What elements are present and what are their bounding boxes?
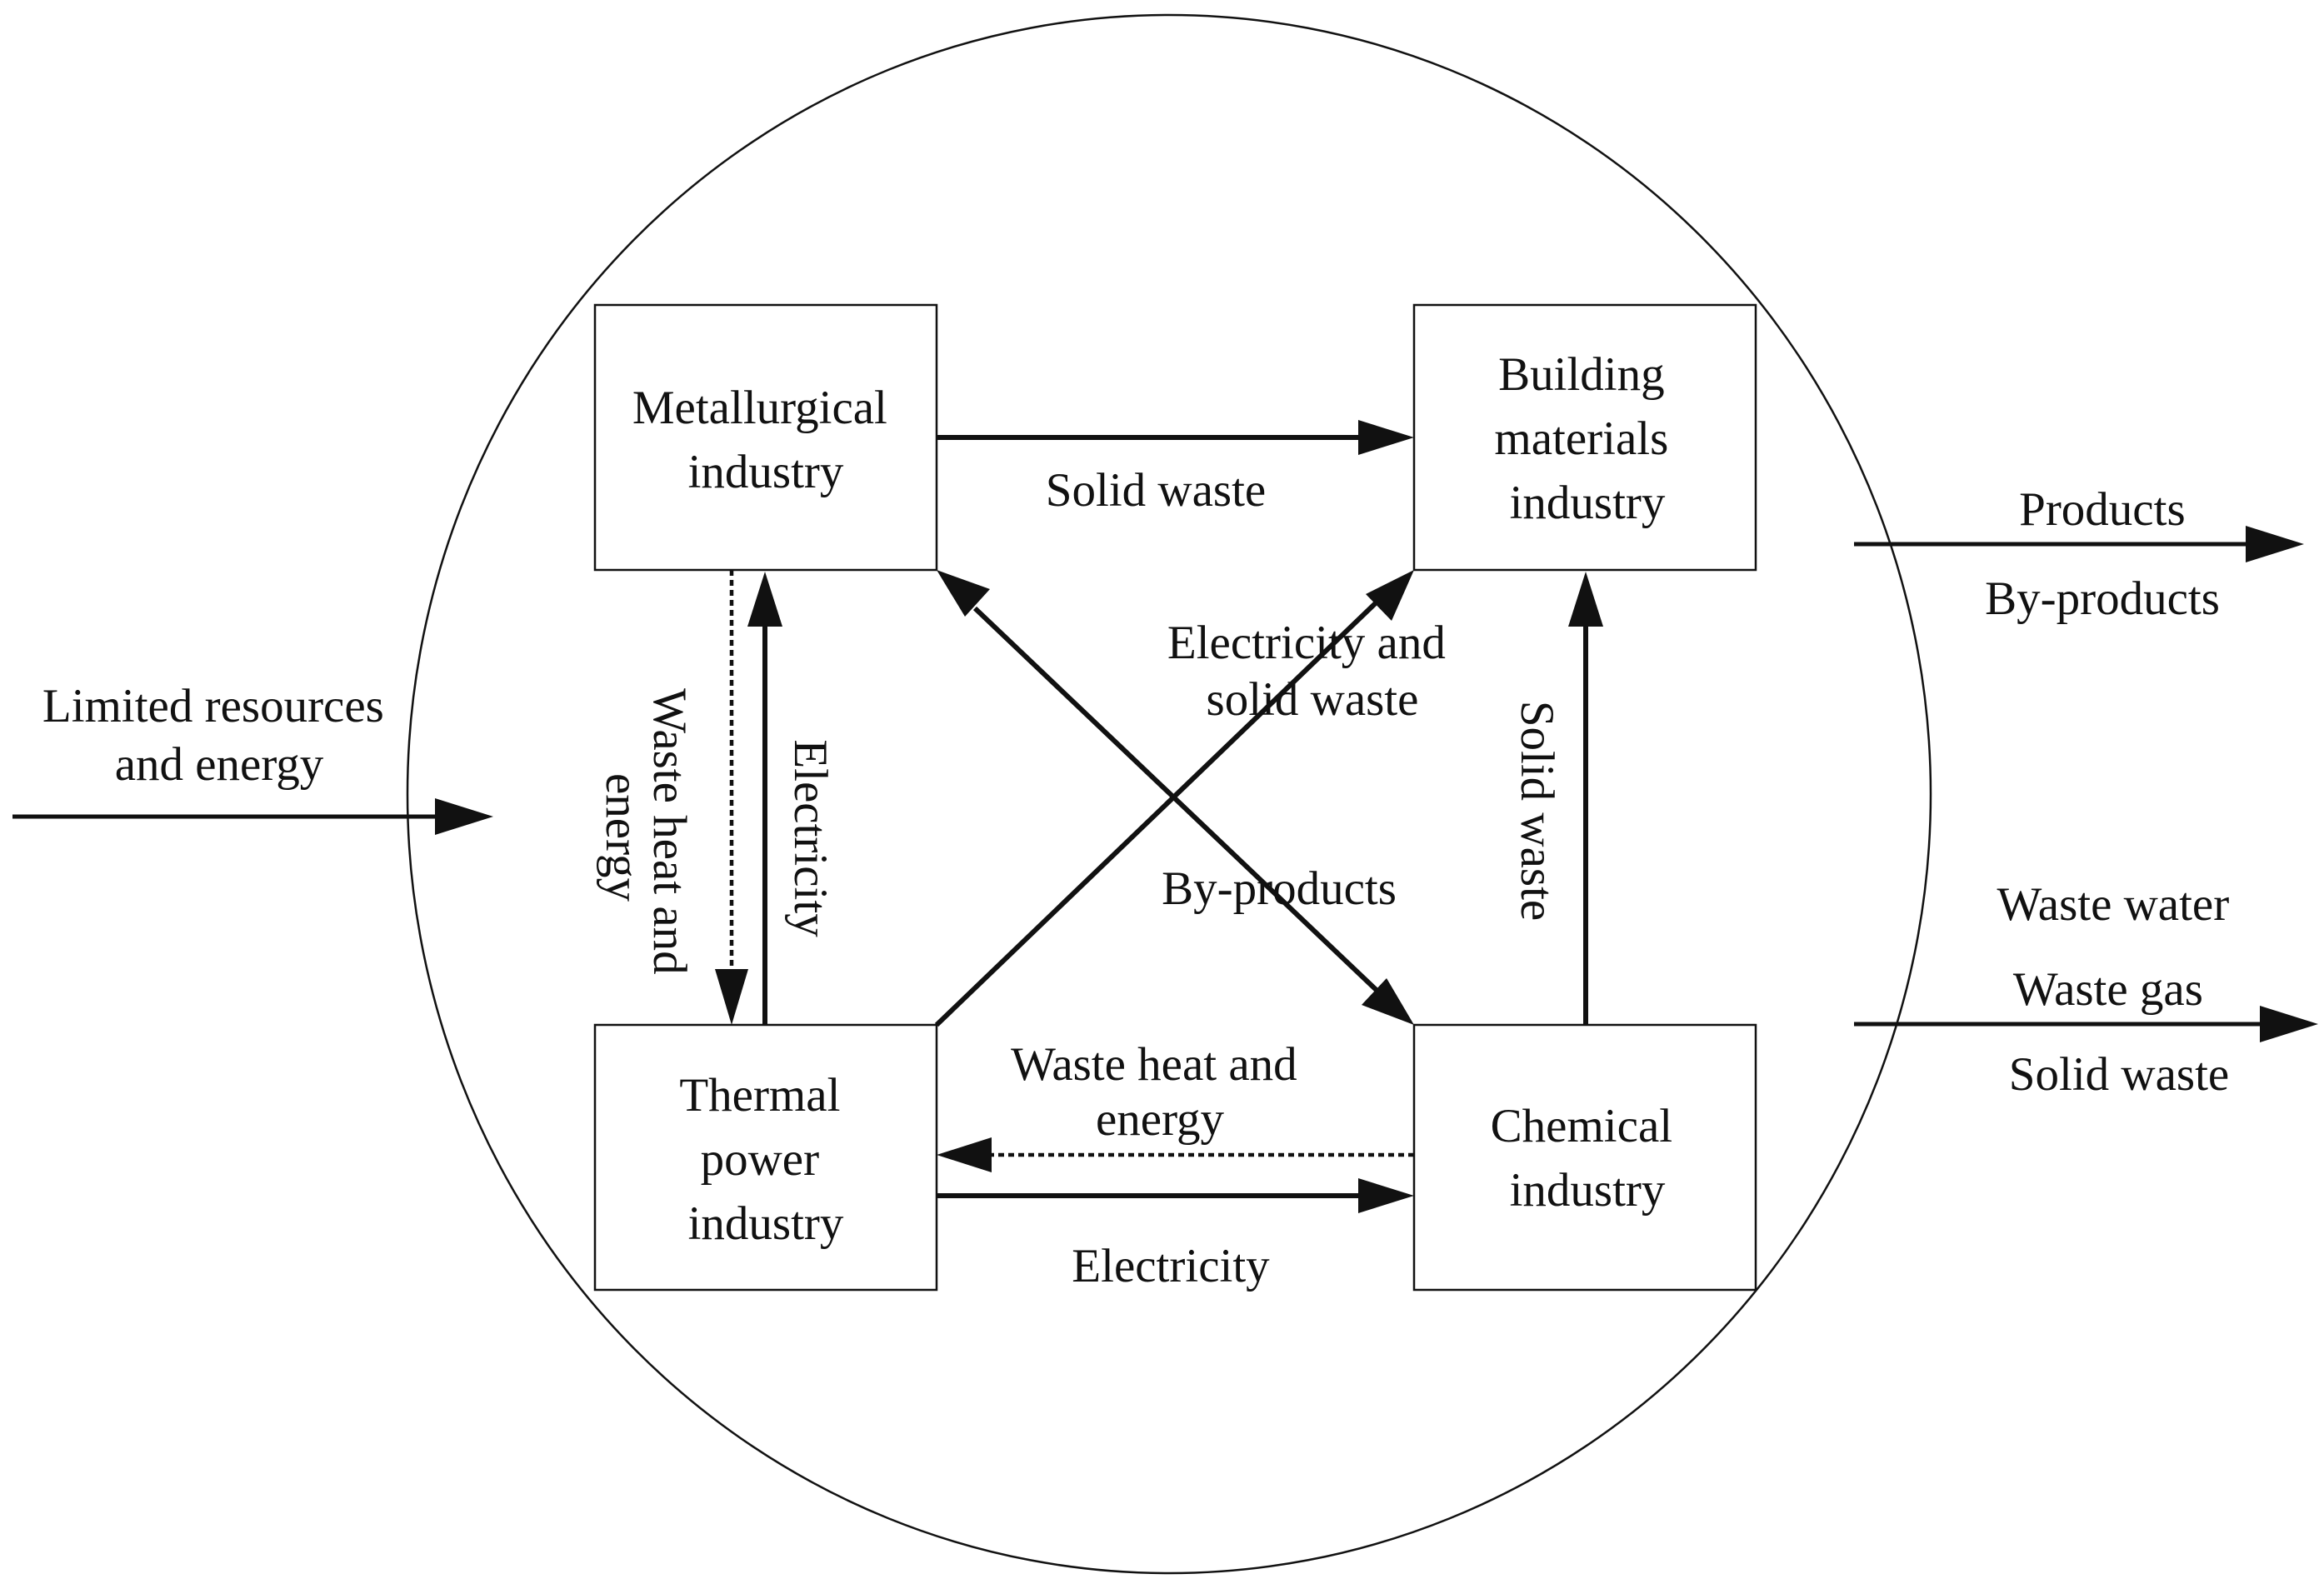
met-to-thermal-label: Waste heat and energy [596,688,696,987]
metallurgical-industry-box [593,303,938,572]
chem-to-thermal-label: Waste heat and energy [1011,1038,1309,1146]
thermal-to-build-arrowhead [1366,570,1414,621]
thermal-power-industry-label: Thermal power industry [679,1069,852,1250]
products-output-arrowhead [2246,526,2304,562]
thermal-to-chem-arrowhead [1358,1178,1414,1213]
chemical-industry-box [1412,1023,1757,1292]
met-to-build-label: Solid waste [1046,464,1266,517]
met-to-build-arrowhead [1358,420,1414,455]
chem-to-thermal-arrowhead [937,1137,992,1172]
wastes-output-label: Waste water Waste gas Solid waste [1997,878,2242,1101]
wastes-output-arrowhead [2260,1006,2318,1042]
met-chem-exchange-arrow [972,606,1386,999]
building-materials-industry-box [1412,303,1757,572]
met-chem-exchange-arrowhead-chem [1362,978,1414,1025]
thermal-power-industry-box [593,1023,938,1292]
thermal-to-chem-label: Electricity [1072,1240,1270,1292]
resources-input-arrowhead [435,798,493,835]
building-materials-industry-label: Building materials industry [1494,348,1680,529]
thermal-to-met-label: Electricity [784,739,837,937]
met-to-thermal-arrowhead [715,969,748,1025]
products-output-label: Products By-products [1985,483,2220,625]
thermal-to-met-arrowhead [747,572,782,627]
resources-input-label: Limited resources and energy [42,680,396,791]
chemical-industry-label: Chemical industry [1491,1100,1685,1217]
chem-to-build-arrowhead [1568,572,1603,627]
thermal-to-build-arrow [934,593,1386,1027]
thermal-to-build-label: Electricity and solid waste [1167,617,1457,726]
met-chem-exchange-label: By-products [1162,862,1397,915]
metallurgical-industry-label: Metallurgical industry [632,382,899,498]
chem-to-build-label: Solid waste [1511,701,1563,921]
system-boundary-circle [406,13,1932,1575]
met-chem-exchange-arrowhead-met [937,570,990,617]
